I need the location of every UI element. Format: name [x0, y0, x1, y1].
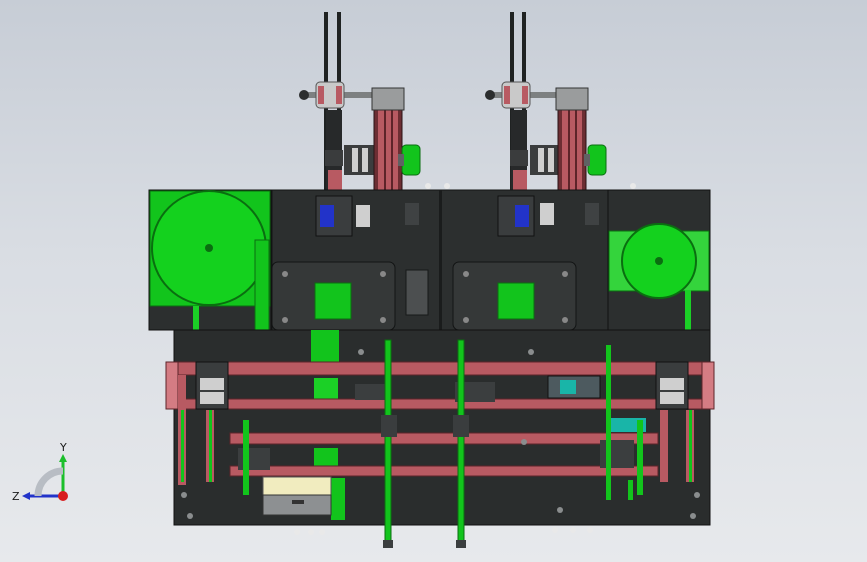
- frame-bolts: [181, 349, 700, 519]
- left-reel-motor[interactable]: [148, 189, 272, 366]
- coordinate-triad: Y Z: [12, 441, 68, 503]
- z-axis-label: Z: [12, 490, 20, 503]
- front-tray[interactable]: [262, 476, 332, 516]
- upper-rail-assembly[interactable]: [165, 361, 715, 410]
- side-posts: [178, 375, 694, 485]
- right-reel-motor[interactable]: [607, 189, 711, 360]
- lower-rail-assembly[interactable]: [229, 418, 659, 477]
- actuator-rods[interactable]: [243, 339, 643, 548]
- x-axis-dot: [58, 491, 68, 501]
- y-axis-label: Y: [59, 441, 67, 454]
- right-top-mechanism[interactable]: [485, 12, 607, 251]
